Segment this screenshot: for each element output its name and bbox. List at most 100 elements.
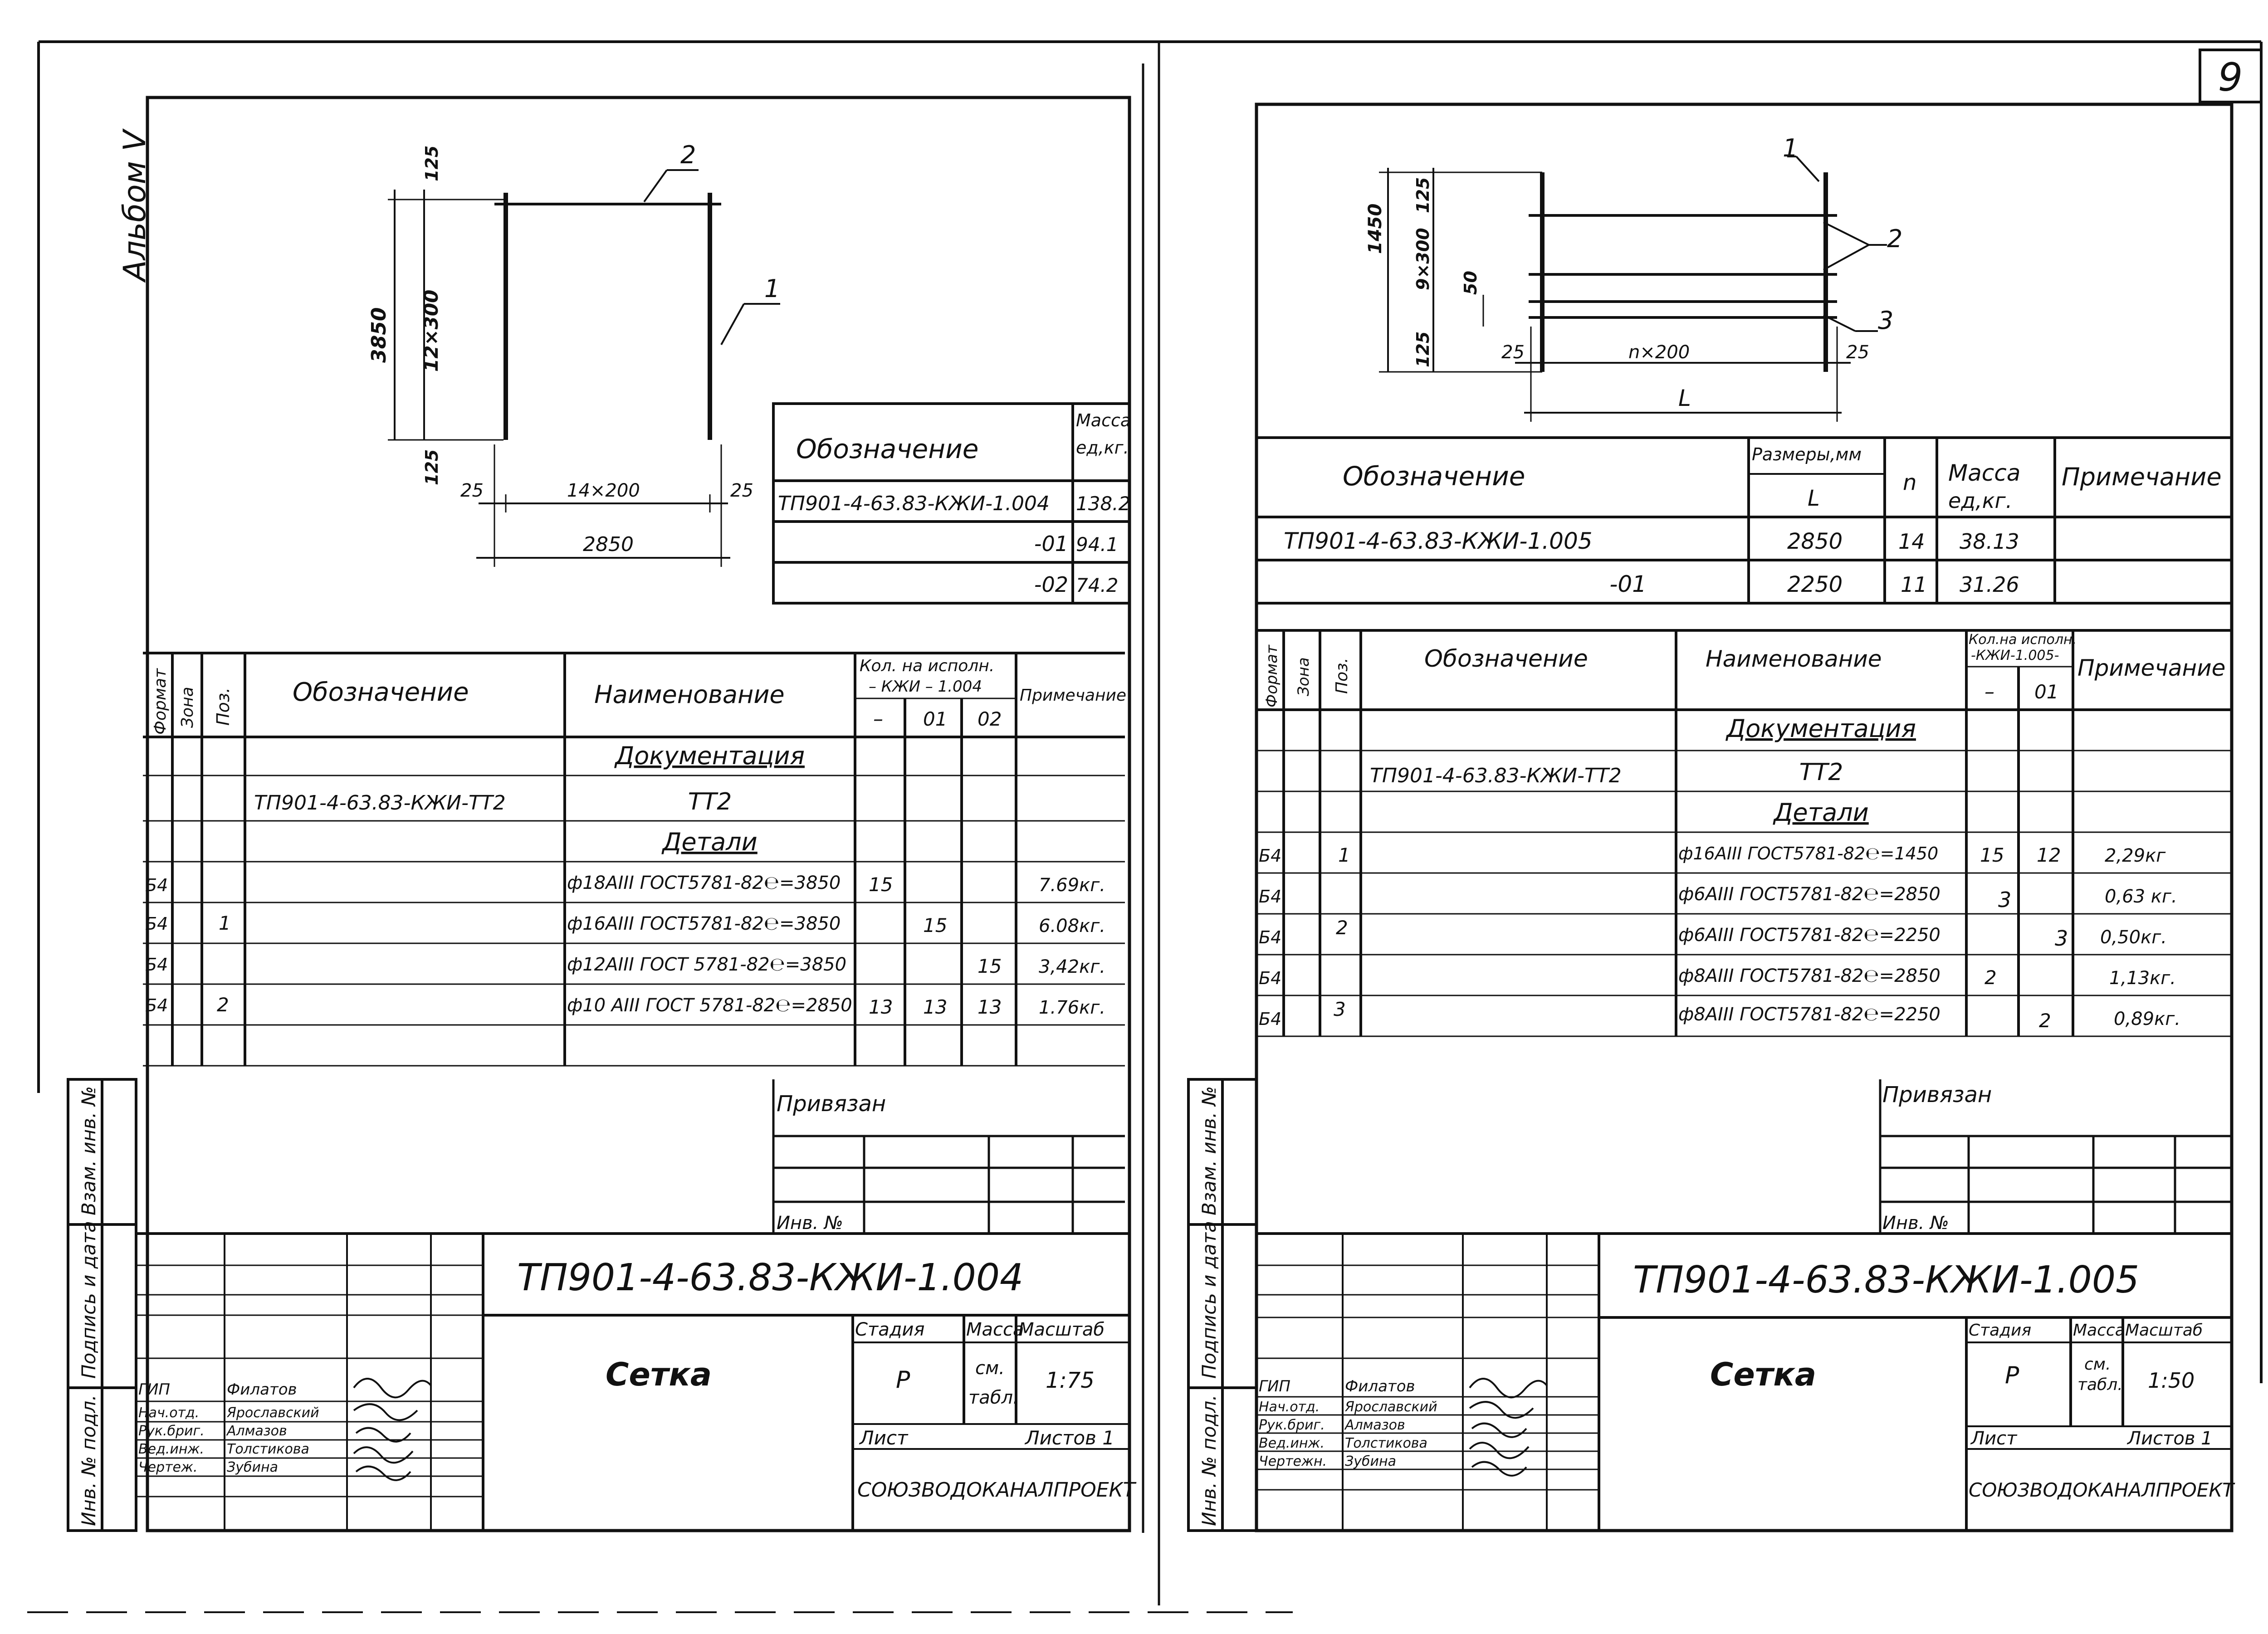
staff-role: Вед.инж.: [138, 1441, 204, 1457]
table-row: -01 2250 11 31.26: [1609, 571, 2019, 597]
title-h-mass: Масса: [2073, 1321, 2125, 1340]
spec-h-qty-2: -КЖИ-1.005-: [1971, 648, 2059, 663]
mass-table-1005: [1256, 436, 2232, 605]
title-mass-1: см.: [975, 1358, 1005, 1379]
title-sheets: Листов 1: [1024, 1427, 1114, 1449]
row-name: ф18АIII ГОСТ5781-82℮=3850: [567, 873, 841, 893]
row-format: Б4: [145, 914, 168, 934]
spec-h-pos: Поз.: [1333, 658, 1351, 694]
title-stage: Р: [2005, 1362, 2019, 1389]
row-mass: 38.13: [1960, 529, 2019, 554]
title-scale: 1:50: [2148, 1368, 2195, 1393]
table-row: Б4 2 ф10 АIII ГОСТ 5781-82℮=2850 13 13 1…: [145, 994, 1105, 1018]
staff-name: Зубина: [1345, 1454, 1396, 1469]
staff-name: Алмазов: [1344, 1417, 1405, 1433]
mass-row-1-designation: ТП901-4-63.83-КЖИ-1.004: [778, 492, 1050, 515]
title-mass-2: табл.: [968, 1387, 1019, 1408]
staff-role: Чертеж.: [138, 1459, 198, 1475]
spec-h-format: Формат: [1263, 644, 1281, 707]
title-org: СОЮЗВОДОКАНАЛПРОЕКТ: [1969, 1479, 2235, 1501]
title-code: ТП901-4-63.83-КЖИ-1.004: [517, 1256, 1023, 1299]
row-format: Б4: [1259, 968, 1281, 988]
mesh-drawing-1004: [388, 169, 780, 567]
row-pos: 1: [219, 912, 231, 934]
dim-12x300: 12×300: [420, 290, 442, 372]
table-row: Б4 2 ф6АIII ГОСТ5781-82℮=2250 3 0,50кг.: [1259, 917, 2167, 951]
row-note: 1,13кг.: [2109, 968, 2176, 989]
spec-doc-designation: ТП901-4-63.83-КЖИ-ТТ2: [1370, 764, 1622, 787]
spec-doc-designation: ТП901-4-63.83-КЖИ-ТТ2: [254, 791, 506, 815]
dim-125-top: 125: [1413, 177, 1433, 213]
left-sheet: Альбом V 1 2 125 3850 12×300 125 25: [67, 96, 1137, 1532]
dim-125-top: 125: [422, 146, 442, 181]
staff-role: Нач.отд.: [1259, 1399, 1320, 1415]
title-mass-2: табл.: [2077, 1375, 2123, 1394]
mass-table-header-mass-2: ед,кг.: [1076, 438, 1129, 458]
spec-h-zone: Зона: [178, 687, 197, 728]
dim-125-bottom: 125: [422, 449, 442, 485]
staff-name: Толстикова: [1345, 1435, 1427, 1451]
spec-sec-docs: Документация: [614, 741, 805, 770]
spec-h-name: Наименование: [594, 680, 785, 709]
side-label-podpis: Подпись и дата: [1198, 1221, 1220, 1379]
table-row: Б4 ф6АIII ГОСТ5781-82℮=2850 3 0,63 кг.: [1259, 884, 2177, 912]
row-pos: 2: [217, 994, 229, 1016]
title-h-scale: Масштаб: [2125, 1321, 2203, 1340]
row-name: ф6АIII ГОСТ5781-82℮=2250: [1678, 925, 1941, 946]
mass-table-header-designation: Обозначение: [1343, 461, 1525, 492]
dim-9x300: 9×300: [1413, 228, 1433, 290]
album-label: Альбом V: [117, 128, 153, 283]
mass-row-2-designation: -01: [1034, 532, 1068, 556]
mass-table-header-mass-1: Масса: [1948, 460, 2020, 486]
mass-table-1004: [772, 402, 1131, 605]
mass-row-2-value: 94.1: [1076, 533, 1119, 556]
row-q1: 15: [923, 914, 947, 937]
row-designation: ТП901-4-63.83-КЖИ-1.005: [1284, 528, 1593, 554]
staff-role: Нач.отд.: [138, 1405, 199, 1421]
row-note: 6.08кг.: [1039, 916, 1105, 937]
staff-name: Алмазов: [226, 1423, 287, 1439]
spec-h-pos: Поз.: [213, 688, 233, 726]
spec-sec-details: Детали: [1773, 798, 1869, 827]
table-row: Б4 3 ф8АIII ГОСТ5781-82℮=2250 2 0,89кг.: [1259, 998, 2180, 1032]
spec-h-note: Примечание: [2077, 655, 2225, 681]
row-q1: 13: [923, 996, 947, 1018]
row-q0: 15: [1980, 844, 2004, 866]
title-h-scale: Масштаб: [1018, 1319, 1105, 1340]
staff-role: ГИП: [138, 1380, 170, 1399]
row-q0: 15: [869, 873, 893, 896]
spec-h-format: Формат: [151, 668, 170, 735]
spec-h-qty-1: Кол. на исполн.: [860, 657, 994, 675]
title-sheet: Лист: [1970, 1428, 2018, 1449]
row-name: ф8АIII ГОСТ5781-82℮=2850: [1678, 966, 1941, 986]
side-label-vzam: Взам. инв. №: [1198, 1086, 1220, 1215]
spec-table-1005: [1256, 629, 2232, 1037]
spec-h-designation: Обозначение: [1424, 645, 1588, 673]
table-row: Б4 ф12АIII ГОСТ 5781-82℮=3850 15 3,42кг.: [145, 954, 1105, 977]
spec-sec-details: Детали: [661, 828, 758, 856]
spec-doc-name: ТТ2: [688, 788, 732, 815]
dim-L: L: [1678, 385, 1691, 411]
title-mass-1: см.: [2084, 1355, 2111, 1374]
staff-name: Филатов: [227, 1380, 297, 1399]
row-note: 0,63 кг.: [2105, 886, 2177, 907]
row-L: 2250: [1787, 572, 1843, 597]
privyazan-label: Привязан: [1882, 1082, 1992, 1107]
privyazan-label: Привязан: [777, 1091, 886, 1117]
staff-role: Вед.инж.: [1259, 1435, 1325, 1451]
pos-1-label: 1: [764, 274, 780, 303]
side-label-podpis: Подпись и дата: [78, 1221, 100, 1379]
staff-list-1005: ГИП Филатов Нач.отд. Ярославский Рук.бри…: [1259, 1377, 1437, 1469]
mass-row-1-value: 138.2: [1076, 493, 1130, 515]
spec-h-qty-dash: –: [1984, 680, 1994, 703]
title-h-mass: Масса: [966, 1319, 1024, 1340]
row-pos: 1: [1338, 844, 1350, 866]
title-block-1005: [1256, 1232, 2232, 1531]
row-format: Б4: [1259, 846, 1281, 866]
row-q1: 3: [2055, 926, 2068, 951]
staff-role: Чертежн.: [1259, 1454, 1327, 1469]
title-code: ТП901-4-63.83-КЖИ-1.005: [1633, 1258, 2139, 1302]
mass-table-header-designation: Обозначение: [796, 434, 978, 464]
row-note: 0,50кг.: [2100, 927, 2167, 948]
